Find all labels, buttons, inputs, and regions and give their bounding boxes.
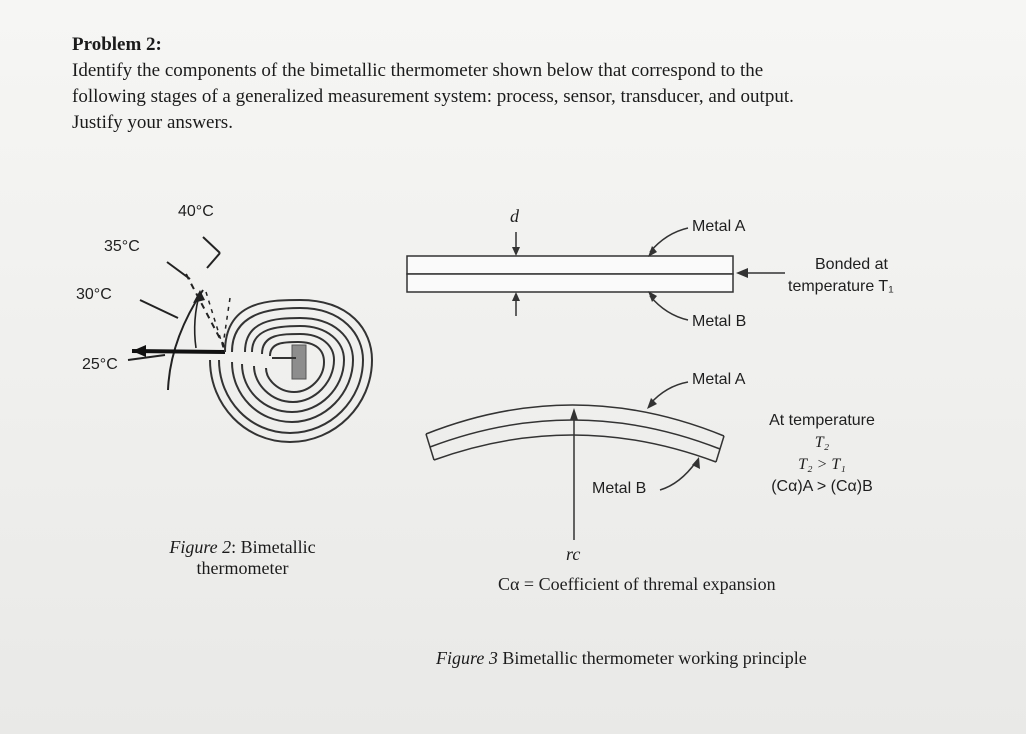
straight-strip-metal-a — [406, 255, 734, 275]
at-temperature-note: At temperature T₂ T₂ > T₁ (Cα)A > (Cα)B — [752, 410, 892, 498]
scale-label-35: 35°C — [104, 238, 140, 255]
pointer-needle — [131, 349, 226, 354]
metal-b-label-top: Metal B — [692, 313, 747, 330]
bonded-label-line1: Bonded at — [815, 256, 888, 273]
scale-label-25: 25°C — [82, 356, 118, 373]
metal-a-label-top: Metal A — [692, 218, 746, 235]
figure-3-caption: Figure 3 Bimetallic thermometer working … — [436, 648, 807, 669]
bonded-label-line2: temperature T₁ — [788, 278, 894, 295]
straight-strip-metal-b — [406, 273, 734, 293]
tick-40 — [202, 236, 221, 254]
coefficient-definition: Cα = Coefficient of thremal expansion — [498, 574, 776, 594]
at-temperature-line3: T₂ > T₁ — [798, 456, 846, 473]
scale-label-40: 40°C — [178, 203, 214, 220]
scale-label-30: 30°C — [76, 286, 112, 303]
pointer-dashed-2 — [205, 291, 225, 351]
leader-metal-b-bottom — [659, 461, 697, 491]
tick-40b — [206, 252, 221, 269]
at-temperature-line4: (Cα)A > (Cα)B — [771, 478, 873, 495]
problem-line-3: Justify your answers. — [72, 112, 233, 133]
leader-metal-a-top — [649, 227, 689, 253]
thickness-d-label: d — [510, 206, 519, 226]
curved-strip-metal-a — [425, 404, 725, 437]
leader-metal-b-top — [649, 295, 689, 321]
tick-25 — [127, 354, 166, 361]
leader-metal-a-bottom — [649, 381, 689, 405]
figure-2-caption: Figure 2: Bimetallic thermometer — [155, 537, 330, 579]
bimetallic-spiral-coil — [209, 298, 374, 444]
problem-line-1: Identify the components of the bimetalli… — [72, 60, 764, 81]
tick-30 — [139, 299, 179, 319]
at-temperature-line2: T₂ — [814, 434, 830, 451]
pointer-arrowhead — [132, 345, 146, 357]
radius-rc-label: rc — [566, 544, 581, 564]
figure-2-caption-line1: : Bimetallic — [231, 537, 316, 557]
metal-b-label-bottom: Metal B — [592, 480, 647, 497]
coil-center-post — [291, 344, 307, 380]
figure-3-caption-prefix: Figure 3 — [436, 648, 498, 668]
at-temperature-line1: At temperature — [769, 412, 875, 429]
curved-strip-metal-b — [433, 434, 717, 463]
problem-line-2: following stages of a generalized measur… — [72, 86, 794, 107]
pointer-dashed-3 — [221, 297, 231, 353]
figure-3-caption-rest: Bimetallic thermometer working principle — [497, 648, 807, 668]
figure-2-caption-prefix: Figure 2 — [169, 537, 232, 557]
metal-a-label-bottom: Metal A — [692, 371, 746, 388]
problem-statement: Identify the components of the bimetalli… — [72, 58, 952, 136]
figure-2-caption-line2: thermometer — [196, 558, 289, 578]
problem-title: Problem 2: — [72, 34, 162, 55]
